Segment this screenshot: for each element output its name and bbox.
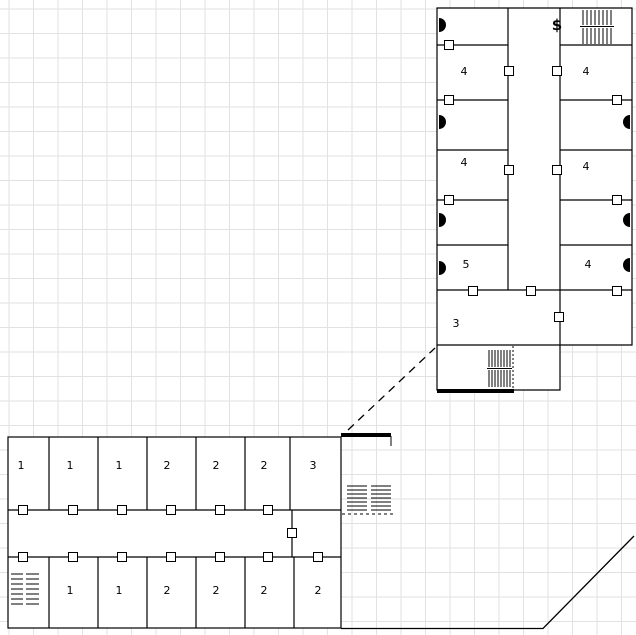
opening-marker xyxy=(287,528,297,538)
opening-marker xyxy=(554,312,564,322)
opening-marker xyxy=(117,505,127,515)
opening-marker xyxy=(468,286,478,296)
opening-marker xyxy=(215,505,225,515)
room-label: 1 xyxy=(67,584,74,597)
room-label: 3 xyxy=(453,317,460,330)
room-label: 4 xyxy=(583,160,590,173)
room-label: 4 xyxy=(583,65,590,78)
opening-markers-north xyxy=(444,40,622,322)
opening-marker xyxy=(18,552,28,562)
room-label: 4 xyxy=(461,156,468,169)
opening-marker xyxy=(612,286,622,296)
door-icon xyxy=(623,258,630,272)
room-label: 2 xyxy=(261,459,268,472)
door-icon xyxy=(623,115,630,129)
door-icon xyxy=(439,115,446,129)
door-icon xyxy=(439,213,446,227)
opening-marker xyxy=(215,552,225,562)
north-wing-interior-walls xyxy=(437,8,632,346)
stairs-icon xyxy=(580,10,614,44)
opening-markers-south xyxy=(18,505,323,562)
site-boundary-line xyxy=(341,535,635,630)
opening-marker xyxy=(552,66,562,76)
room-label: 4 xyxy=(461,65,468,78)
opening-marker xyxy=(68,505,78,515)
opening-marker xyxy=(526,286,536,296)
opening-marker xyxy=(612,95,622,105)
opening-marker xyxy=(263,552,273,562)
opening-marker xyxy=(612,195,622,205)
north-wing: $ 4 4 4 4 5 4 3 xyxy=(436,7,633,393)
door-icon xyxy=(439,261,446,275)
south-wing-outline xyxy=(7,436,342,629)
opening-marker xyxy=(166,552,176,562)
door-icon xyxy=(439,18,446,32)
room-label: 3 xyxy=(310,459,317,472)
opening-marker xyxy=(313,552,323,562)
opening-marker xyxy=(117,552,127,562)
opening-marker xyxy=(444,195,454,205)
opening-marker xyxy=(504,66,514,76)
exterior-stairs xyxy=(342,485,396,515)
opening-marker xyxy=(166,505,176,515)
room-label: 2 xyxy=(164,459,171,472)
room-label: 5 xyxy=(463,258,470,271)
wing-connector-dashed-line xyxy=(347,347,436,431)
room-label: 1 xyxy=(18,459,25,472)
room-label: 2 xyxy=(213,584,220,597)
door-icons-north xyxy=(439,18,630,275)
stairs-icon xyxy=(347,485,391,511)
door-icon xyxy=(623,213,630,227)
south-wing: 1 1 1 2 2 2 3 1 1 2 2 2 2 xyxy=(7,433,396,629)
opening-marker xyxy=(68,552,78,562)
room-label: 4 xyxy=(585,258,592,271)
room-label: 2 xyxy=(164,584,171,597)
stairs-icon xyxy=(11,573,39,605)
opening-marker xyxy=(444,40,454,50)
opening-marker xyxy=(263,505,273,515)
stair-symbol-label: $ xyxy=(552,16,562,34)
opening-marker xyxy=(18,505,28,515)
room-label: 1 xyxy=(67,459,74,472)
opening-marker xyxy=(444,95,454,105)
room-label: 2 xyxy=(261,584,268,597)
room-label: 1 xyxy=(116,584,123,597)
stairs-icon xyxy=(487,350,512,387)
room-label: 2 xyxy=(315,584,322,597)
room-label: 1 xyxy=(116,459,123,472)
opening-marker xyxy=(504,165,514,175)
room-label: 2 xyxy=(213,459,220,472)
opening-marker xyxy=(552,165,562,175)
